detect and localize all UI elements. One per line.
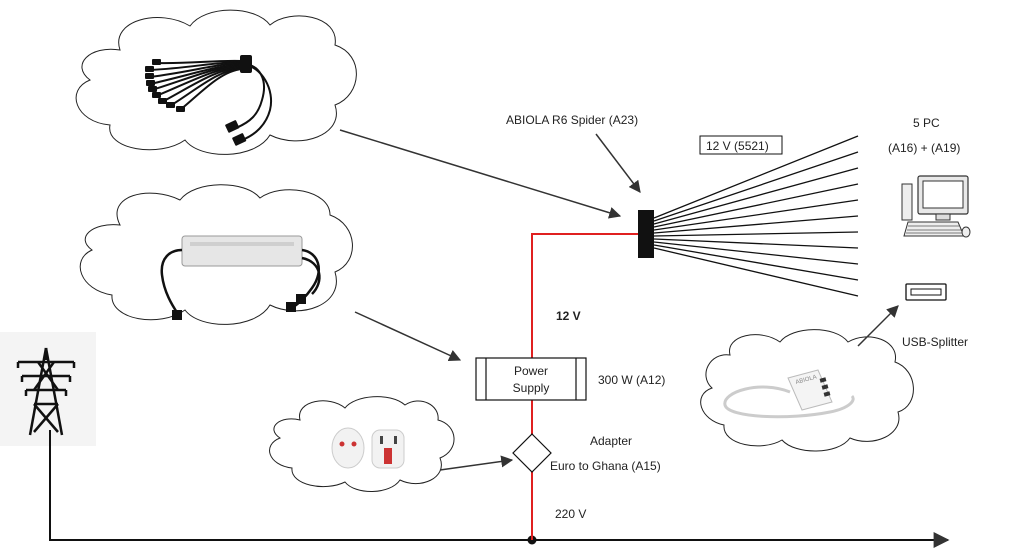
power-supply-label-line1: Power bbox=[514, 364, 548, 378]
pc-count-label: 5 PC bbox=[913, 116, 940, 130]
usb-splitter-image: ABIOLA bbox=[723, 369, 855, 419]
cloud-spider-cable bbox=[75, 9, 357, 155]
adapter-label: Adapter bbox=[590, 434, 632, 448]
adapter-desc-label: Euro to Ghana (A15) bbox=[550, 459, 661, 473]
arrow-adapter bbox=[439, 455, 514, 471]
cloud-power-supply bbox=[79, 184, 353, 325]
cloud-adapter bbox=[269, 396, 455, 492]
pc-ids-label: (A16) + (A19) bbox=[888, 141, 960, 155]
connector-label-box bbox=[699, 135, 783, 155]
splitter-brand-label: ABIOLA bbox=[795, 375, 818, 386]
power-tower-icon bbox=[0, 332, 96, 446]
cloud-usb-splitter: ABIOLA bbox=[700, 329, 914, 452]
voltage-220-label: 220 V bbox=[555, 507, 586, 521]
spider-connector-block bbox=[638, 210, 654, 258]
plug-adapter-image bbox=[331, 427, 405, 469]
spider-label: ABIOLA R6 Spider (A23) bbox=[506, 113, 638, 127]
adapter-diamond bbox=[512, 433, 552, 473]
arrow-spider-cable bbox=[339, 129, 622, 219]
arrow-power-supply bbox=[354, 311, 462, 361]
usb-port-icon bbox=[905, 283, 947, 301]
power-supply-label-line2: Supply bbox=[513, 381, 550, 395]
voltage-12-label: 12 V bbox=[556, 309, 581, 323]
main-supply-line bbox=[49, 430, 950, 548]
usb-splitter-label: USB-Splitter bbox=[902, 335, 968, 349]
arrow-spider-label bbox=[595, 133, 641, 193]
desktop-computer-icon bbox=[901, 175, 971, 238]
power-supply-image bbox=[160, 235, 321, 320]
spider-output-lines bbox=[653, 135, 859, 297]
arrow-usb-splitter bbox=[857, 305, 899, 347]
power-rating-label: 300 W (A12) bbox=[598, 373, 665, 387]
power-supply-box bbox=[475, 357, 587, 401]
spider-cable-image bbox=[149, 59, 273, 141]
connector-label: 12 V (5521) bbox=[706, 139, 769, 153]
